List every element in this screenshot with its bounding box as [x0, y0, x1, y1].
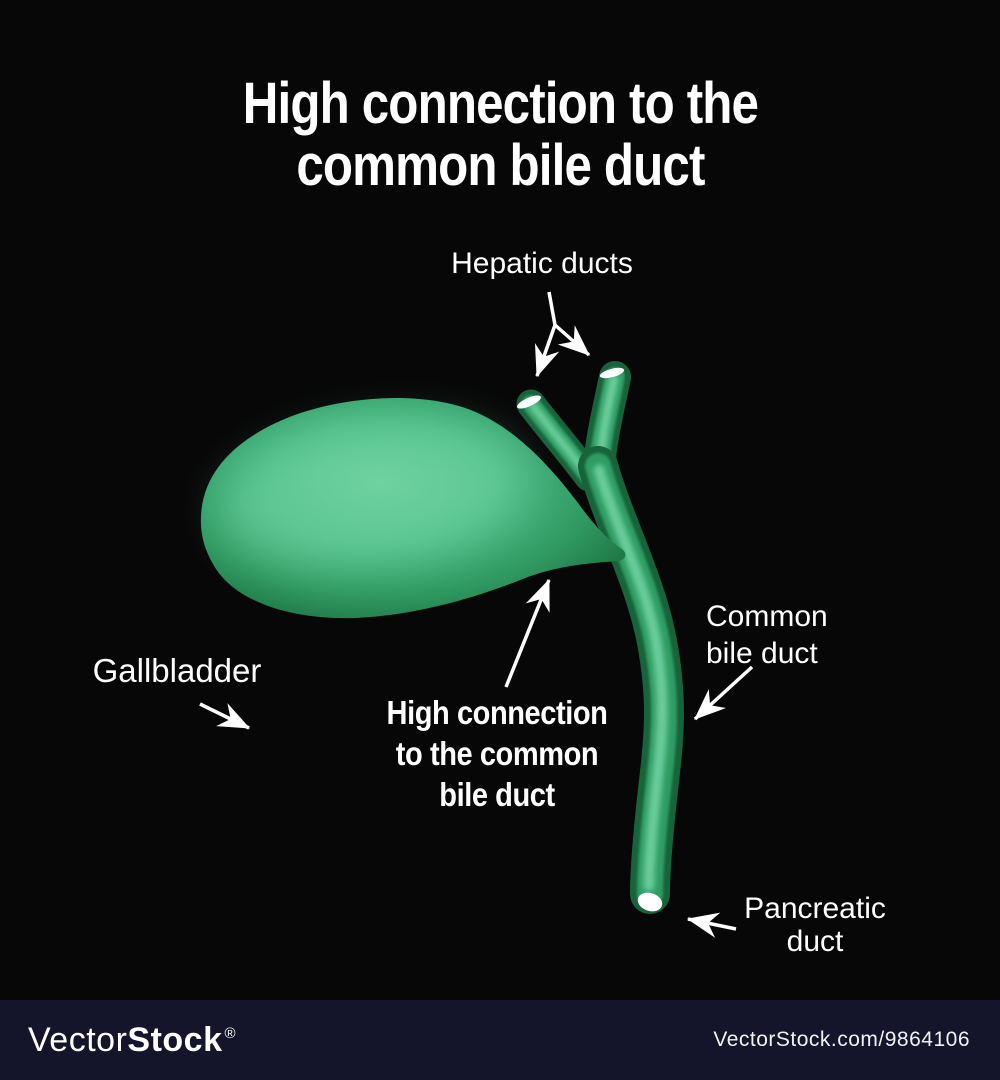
label-gallbladder: Gallbladder: [92, 652, 262, 689]
duct-openings: [517, 367, 663, 912]
hepatic-ducts-arrow-stem: [547, 291, 557, 326]
logo-word-vector: Vector: [28, 1020, 128, 1059]
pancreatic-duct-arrow: [686, 912, 737, 938]
label-common-bile-duct: Common bile duct: [706, 598, 828, 672]
hepatic-ducts-arrow-right: [553, 323, 591, 357]
page-title-line2: common bile duct: [296, 133, 705, 198]
common-bile-duct-arrow: [693, 665, 754, 721]
registered-trademark-icon: ®: [224, 1024, 237, 1042]
logo-word-stock: Stock: [127, 1020, 223, 1059]
label-hepatic-ducts: Hepatic ducts: [451, 247, 633, 280]
gallbladder-shape: [200, 398, 626, 619]
label-common-bile-duct-line2: bile duct: [706, 637, 818, 670]
gallbladder-arrow: [199, 702, 251, 730]
label-high-connection: High connection to the common bile duct: [365, 692, 629, 815]
label-pancreatic-duct-line1: Pancreatic: [744, 892, 886, 925]
hepatic-ducts-arrow-left: [534, 324, 560, 378]
watermark-attribution: VectorStock.com/9864106: [713, 1028, 970, 1051]
label-high-connection-line2: to the common: [395, 735, 599, 772]
label-high-connection-line1: High connection: [386, 694, 608, 731]
high-connection-arrow: [504, 578, 551, 688]
page-title-line1: High connection to the: [242, 71, 759, 136]
label-pancreatic-duct: Pancreatic duct: [665, 892, 965, 958]
label-pancreatic-duct-line2: duct: [786, 925, 844, 958]
label-high-connection-line3: bile duct: [439, 776, 555, 813]
common-bile-duct-shape: [578, 446, 684, 914]
label-common-bile-duct-line1: Common: [706, 600, 828, 633]
page-title: High connection to the common bile duct: [75, 73, 925, 197]
